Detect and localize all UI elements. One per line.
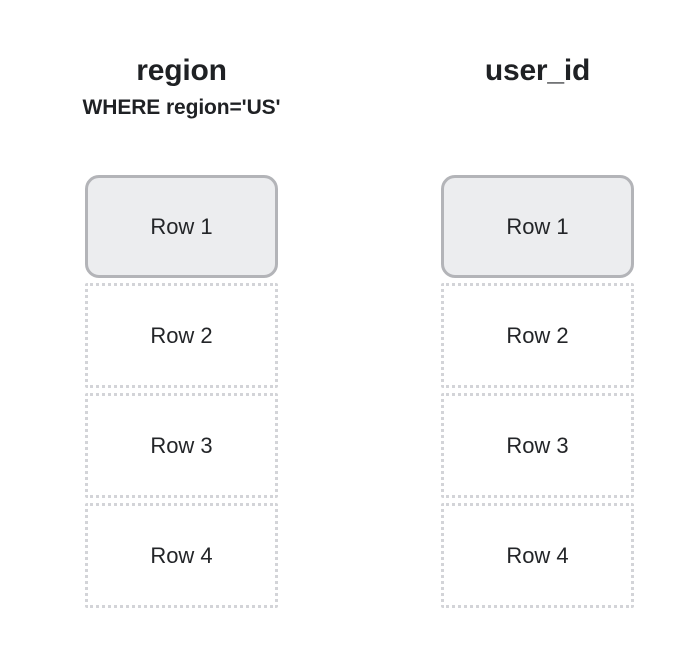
table-row[interactable]: Row 1 [85, 175, 278, 278]
column-user-id-title: user_id [484, 54, 591, 87]
column-region-row-stack: Row 1 Row 2 Row 3 Row 4 [85, 175, 278, 608]
column-user-id-header: user_id [484, 54, 591, 89]
row-label: Row 3 [506, 432, 569, 458]
row-label: Row 4 [506, 542, 569, 568]
row-label: Row 2 [150, 322, 213, 348]
table-row[interactable]: Row 3 [441, 393, 634, 498]
row-label: Row 1 [150, 213, 213, 239]
row-label: Row 2 [506, 322, 569, 348]
column-region-title: region [136, 54, 227, 87]
table-row[interactable]: Row 4 [441, 503, 634, 608]
table-row[interactable]: Row 4 [85, 503, 278, 608]
table-row[interactable]: Row 3 [85, 393, 278, 498]
column-region-predicate: WHERE region='US' [82, 95, 281, 119]
row-label: Row 4 [150, 542, 213, 568]
table-row[interactable]: Row 2 [441, 283, 634, 388]
row-label: Row 1 [506, 213, 569, 239]
column-user-id-row-stack: Row 1 Row 2 Row 3 Row 4 [441, 175, 634, 608]
table-row[interactable]: Row 1 [441, 175, 634, 278]
column-region-header: region WHERE region='US' [83, 54, 281, 120]
row-label: Row 3 [150, 432, 213, 458]
table-row[interactable]: Row 2 [85, 283, 278, 388]
